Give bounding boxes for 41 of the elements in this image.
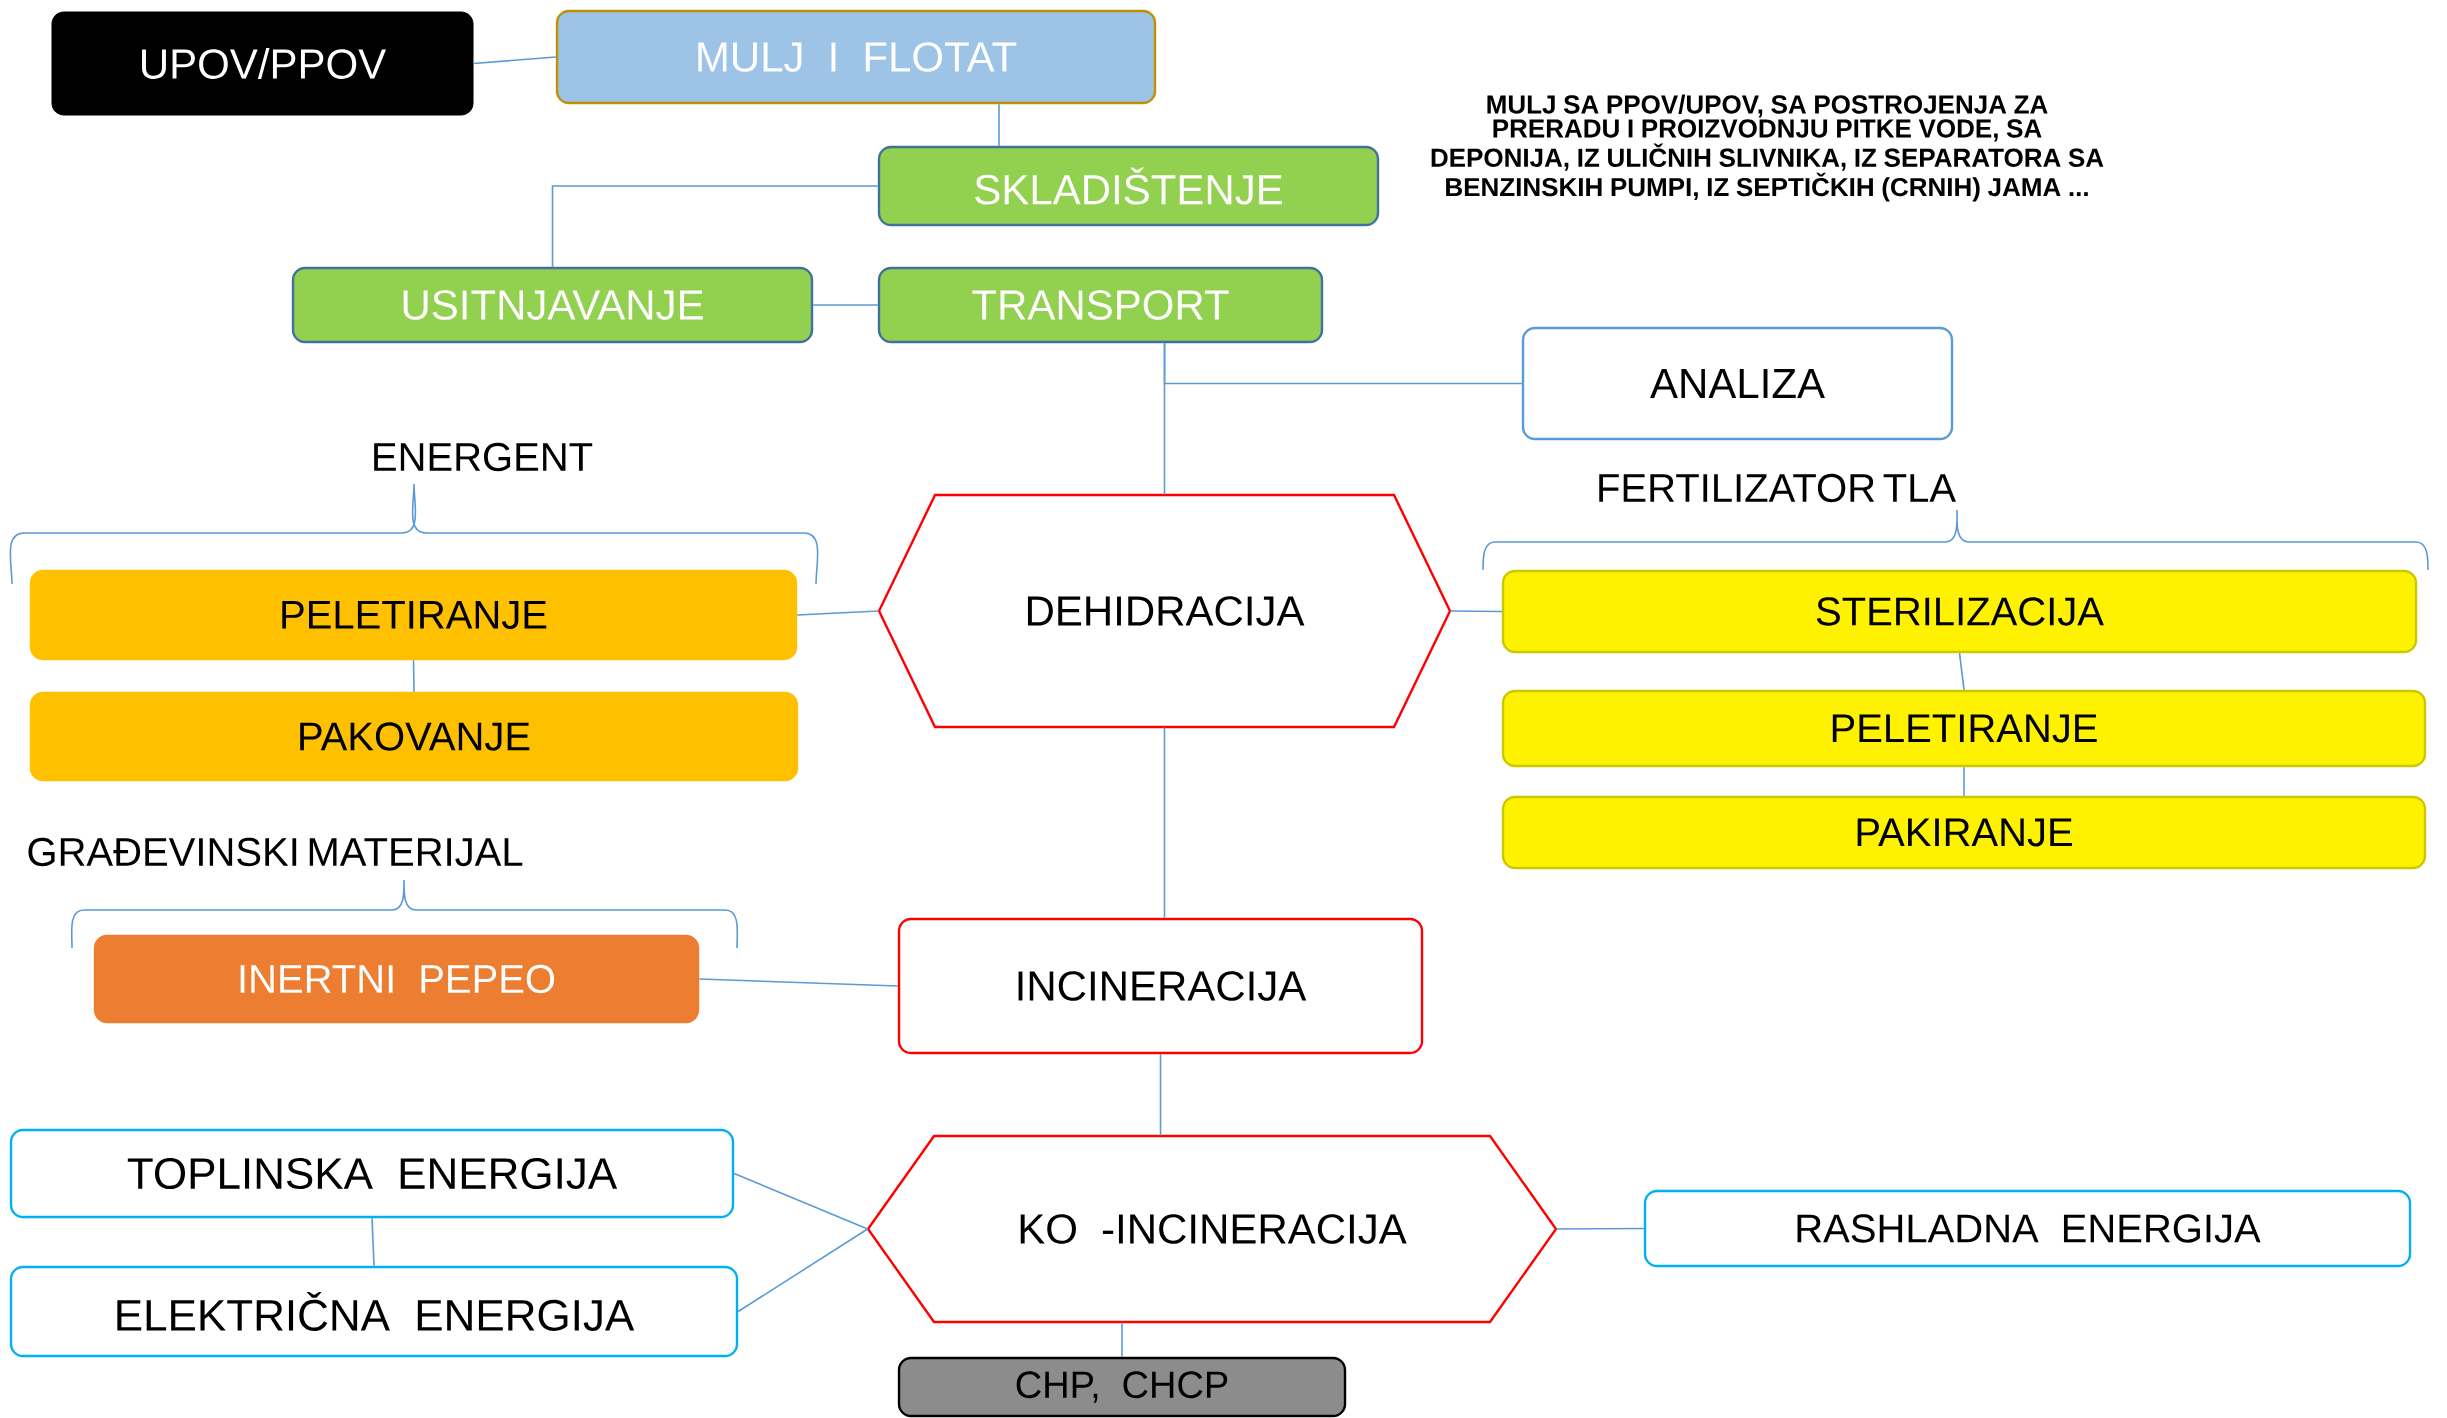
connector-line	[733, 1172, 869, 1230]
process-box: ANALIZA	[1521, 326, 1954, 441]
connector-line	[1121, 1321, 1123, 1358]
process-box: PELETIRANJE	[29, 569, 798, 661]
process-box: PAKOVANJE	[29, 691, 799, 782]
process-box: INERTNI PEPEO	[93, 934, 700, 1024]
connector-line	[1555, 1227, 1645, 1230]
process-box: MULJ I FLOTAT	[555, 9, 1157, 105]
group-label: FERTILIZATOR TLA	[1599, 473, 1956, 503]
process-box: PAKIRANJE	[1501, 795, 2427, 870]
group-label: ENERGENT	[374, 442, 593, 472]
group-label: GRAĐEVINSKI MATERIJAL	[28, 837, 523, 867]
connector-line	[796, 610, 880, 616]
connector-line	[412, 659, 415, 693]
process-box: CHP, CHCP	[897, 1356, 1347, 1418]
connector-line	[1163, 726, 1166, 919]
connector-line	[1163, 342, 1166, 496]
connector-line	[472, 56, 557, 65]
description-text: MULJ SA PPOV/UPOV, SA POSTROJENJA ZA PRERADU I PROIZVODNJU PITKE VODE, SA DEPONIJA, IZ ULIČNIH SLIVNIKA, IZ SEPARATORA SA BENZINSKIH PUMPI, IZ SEPTIČKIH (CRNIH) JAMA ...	[1431, 94, 2104, 202]
process-box: UPOV/PPOV	[51, 11, 474, 116]
connector-line	[737, 1228, 869, 1313]
connector-line	[698, 978, 899, 987]
process-box: RASHLADNA ENERGIJA	[1643, 1189, 2412, 1268]
connector-line	[371, 1217, 375, 1267]
connector-line	[551, 185, 879, 268]
connector-line	[1159, 1053, 1162, 1137]
process-box: TOPLINSKA ENERGIJA	[9, 1128, 735, 1219]
connector-line	[1963, 766, 1965, 797]
process-box: STERILIZACIJA	[1501, 569, 2418, 654]
connector-line	[1958, 652, 1965, 691]
process-box: PELETIRANJE	[1501, 689, 2427, 768]
process-box: USITNJAVANJE	[291, 266, 814, 344]
connector-line	[1449, 610, 1503, 613]
process-box: ELEKTRIČNA ENERGIJA	[9, 1265, 739, 1358]
connector-line	[998, 103, 1000, 147]
hexagon: KO -INCINERACIJA	[866, 1134, 1558, 1324]
process-box: INCINERACIJA	[897, 917, 1424, 1055]
connector-line	[812, 304, 879, 306]
process-box: SKLADIŠTENJE	[877, 145, 1380, 227]
process-box: TRANSPORT	[877, 266, 1324, 344]
hexagon: DEHIDRACIJA	[877, 493, 1452, 729]
